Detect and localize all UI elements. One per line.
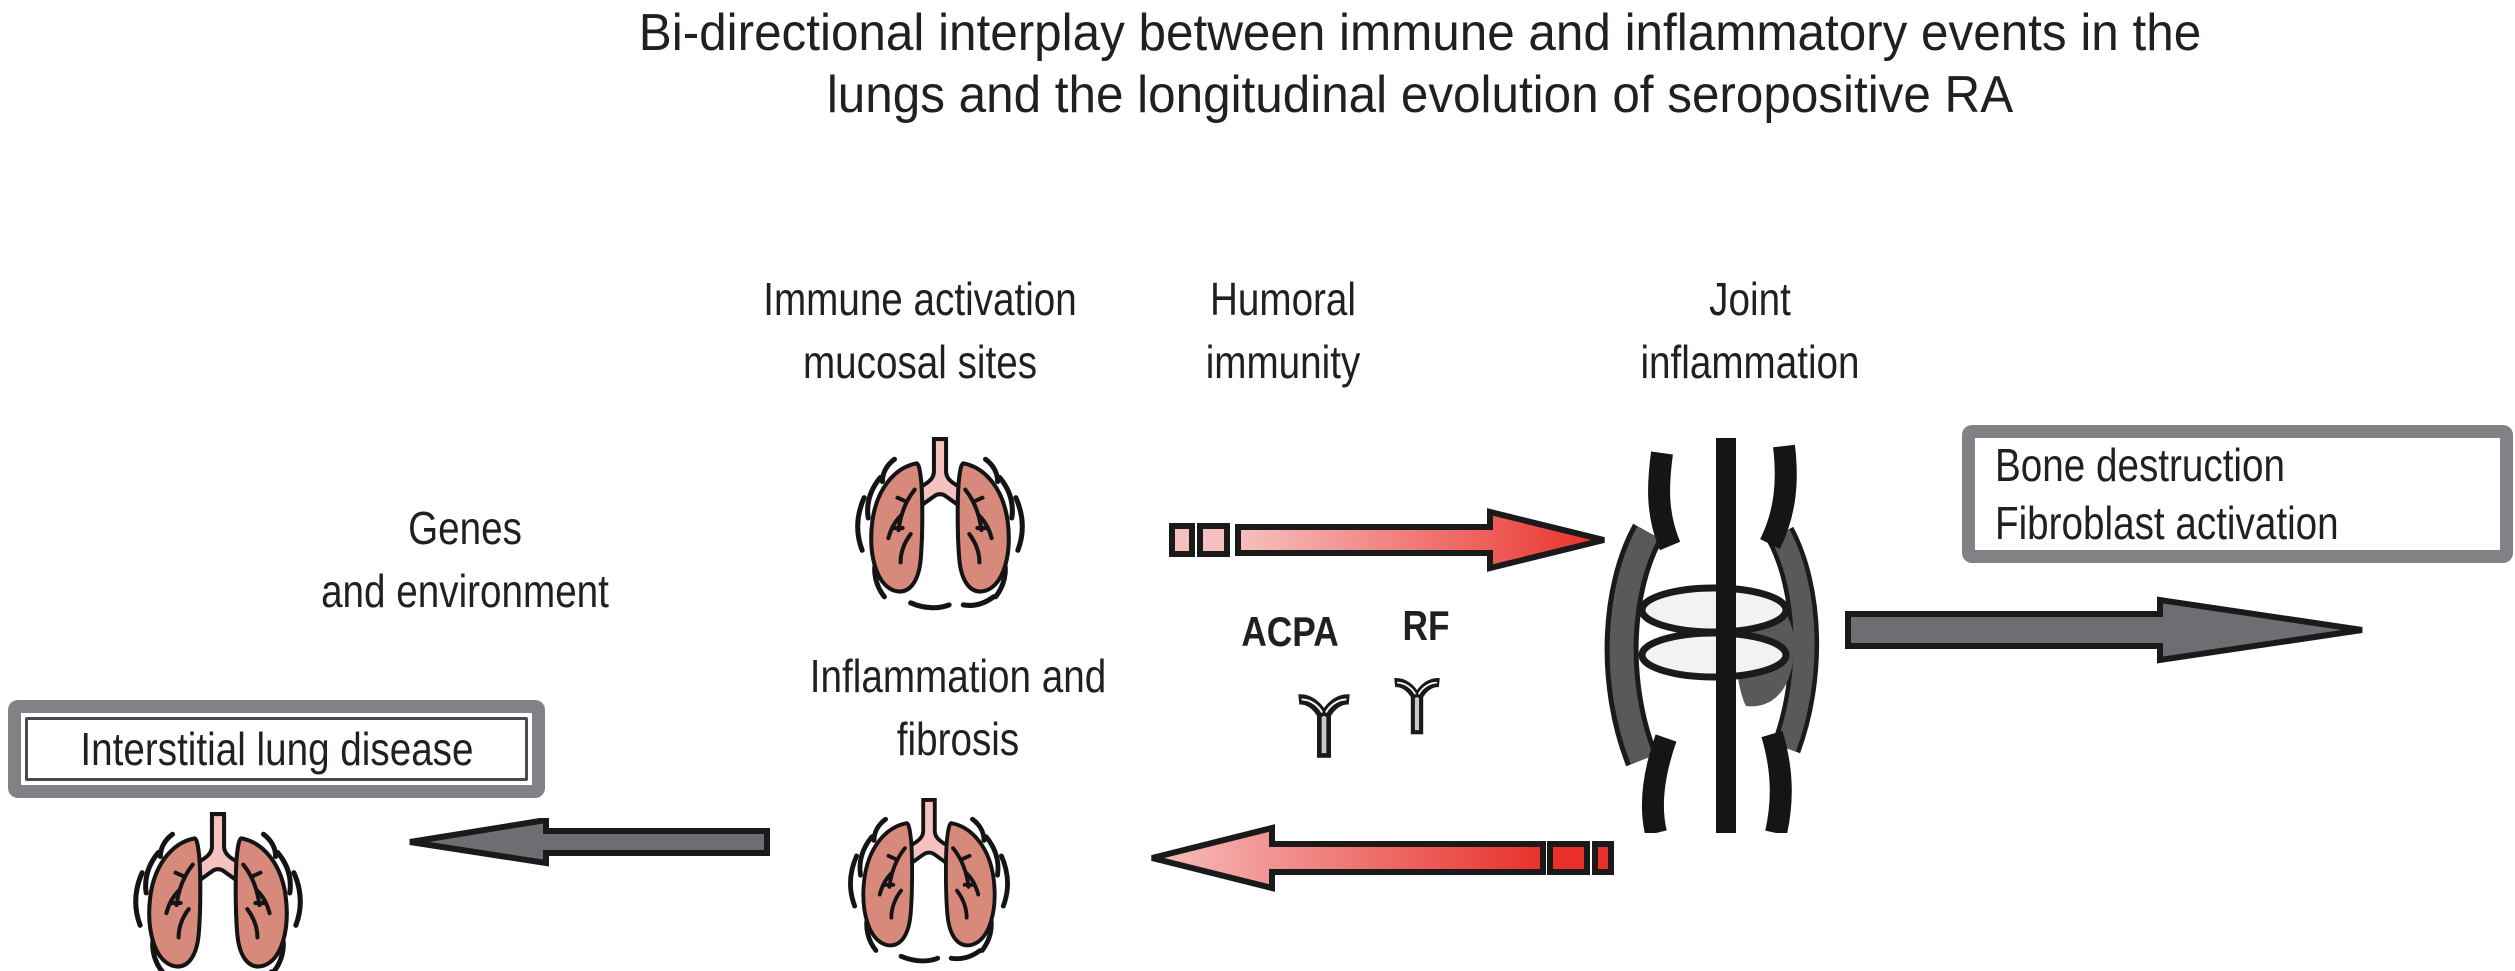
label-immune-activation: Immune activation mucosal sites	[752, 268, 1088, 394]
lungs-icon-inflammation-fibrosis	[843, 798, 1015, 964]
rf-label: RF	[1402, 602, 1450, 649]
figure-title: Bi-directional interplay between immune …	[375, 2, 2465, 126]
label-inflammation-fibrosis: Inflammation and fibrosis	[782, 645, 1135, 771]
lungs-icon-immune-activation	[850, 437, 1030, 611]
interstitial-lung-disease-text: Interstitial lung disease	[79, 723, 474, 775]
label-inflammation-line2: fibrosis	[896, 713, 1020, 765]
gray-arrow-right-icon	[1845, 596, 2363, 664]
figure-title-line2: lungs and the longitudinal evolution of …	[826, 66, 2014, 124]
label-genes-environment: Genes and environment	[297, 497, 633, 623]
label-inflammation-line1: Inflammation and	[809, 650, 1107, 702]
gradient-arrow-left-icon	[1151, 824, 1614, 892]
joint-icon	[1604, 438, 1820, 833]
label-genes-line1: Genes	[408, 502, 522, 554]
label-genes-line2: and environment	[321, 565, 609, 617]
label-immune-activation-line2: mucosal sites	[802, 336, 1038, 388]
bone-destruction-line2: Fibroblast activation	[1995, 497, 2339, 549]
interstitial-lung-disease-box: Interstitial lung disease	[8, 700, 545, 798]
bone-destruction-text: Bone destruction Fibroblast activation	[1995, 436, 2404, 552]
label-joint-inflammation: Joint inflammation	[1599, 268, 1901, 394]
bone-destruction-line1: Bone destruction	[1995, 439, 2285, 491]
label-immune-activation-line1: Immune activation	[763, 273, 1077, 325]
label-joint-line1: Joint	[1709, 273, 1791, 325]
interstitial-lung-disease-box-inner: Interstitial lung disease	[25, 717, 528, 781]
acpa-label: ACPA	[1241, 608, 1339, 655]
bone-destruction-box: Bone destruction Fibroblast activation	[1962, 425, 2513, 563]
rf-antibody-y-icon	[1392, 676, 1442, 738]
label-joint-line2: inflammation	[1640, 336, 1860, 388]
figure-title-line1: Bi-directional interplay between immune …	[638, 4, 2202, 62]
acpa-antibody-y-icon	[1296, 692, 1352, 762]
label-humoral-immunity: Humoral immunity	[1157, 268, 1409, 394]
lungs-icon-interstitial-disease	[128, 812, 308, 971]
label-humoral-line1: Humoral	[1209, 273, 1357, 325]
gray-arrow-left-icon	[409, 818, 770, 867]
label-humoral-line2: immunity	[1205, 336, 1361, 388]
gradient-arrow-right-icon	[1169, 508, 1605, 572]
